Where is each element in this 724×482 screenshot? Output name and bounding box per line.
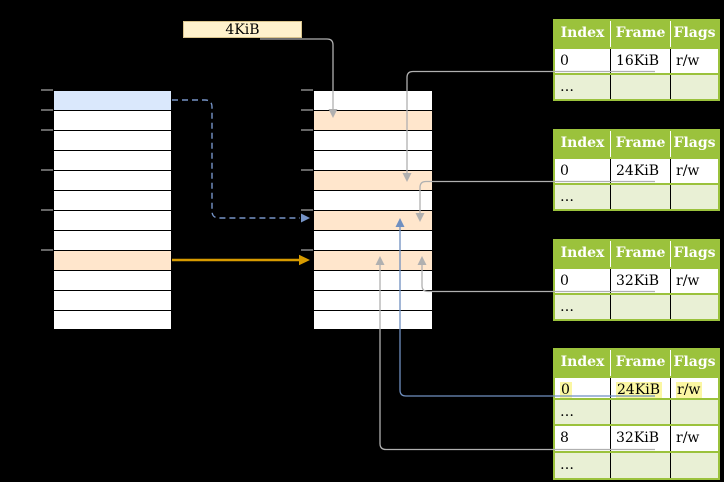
table-header-row: Index Frame Flags (555, 241, 718, 267)
cell-index: … (560, 299, 574, 315)
cell-index: 0 (560, 163, 569, 179)
page-table-2: Index Frame Flags 0 24KiB r/w … (553, 129, 720, 211)
cell-index: … (560, 404, 574, 420)
cell-frame: 32KiB (610, 269, 670, 293)
highlighted-value: 0 (560, 382, 572, 398)
cell-frame: 24KiB (610, 378, 670, 398)
table-row: 0 24KiB r/w (555, 157, 718, 183)
memory-cell (53, 310, 172, 330)
memory-cell (53, 130, 172, 150)
memory-cell (53, 150, 172, 170)
memory-cell (53, 210, 172, 230)
memory-cell-orange (313, 170, 433, 190)
cell-frame: 16KiB (610, 49, 670, 73)
column-header-frame: Frame (610, 131, 670, 157)
cell-flags (670, 295, 718, 319)
table-row: … (555, 183, 718, 209)
memory-cell (313, 270, 433, 290)
cell-flags: r/w (670, 159, 718, 183)
table-row: … (555, 73, 718, 99)
column-header-index: Index (560, 25, 605, 41)
memory-cell (53, 230, 172, 250)
cell-flags (670, 400, 718, 424)
memory-cell-orange (53, 250, 172, 270)
memory-cell (53, 170, 172, 190)
column-header-flags: Flags (670, 350, 718, 376)
virtual-memory-column (53, 90, 172, 330)
table-header-row: Index Frame Flags (555, 350, 718, 376)
cell-index: … (560, 457, 574, 473)
memory-cell-blue (53, 90, 172, 110)
table-row: 0 32KiB r/w (555, 267, 718, 293)
cell-frame: 24KiB (610, 159, 670, 183)
highlighted-value: 24KiB (616, 382, 663, 398)
memory-cell (53, 110, 172, 130)
cell-frame (610, 400, 670, 424)
arrow-virtual-page8-to-physical (172, 254, 310, 266)
column-header-frame: Frame (610, 241, 670, 267)
column-header-frame: Frame (610, 350, 670, 376)
cell-index: 0 (560, 273, 569, 289)
cell-frame (610, 75, 670, 99)
column-header-flags: Flags (670, 21, 718, 47)
memory-cell (313, 190, 433, 210)
cell-flags: r/w (670, 426, 718, 451)
column-header-flags: Flags (670, 131, 718, 157)
memory-cell (313, 130, 433, 150)
column-header-index: Index (560, 245, 605, 261)
memory-cell (313, 290, 433, 310)
cell-flags (670, 453, 718, 478)
physical-memory-column (313, 90, 433, 330)
table-row: 8 32KiB r/w (555, 424, 718, 451)
page-size-label-text: 4KiB (225, 21, 260, 38)
memory-cell (313, 90, 433, 110)
table-row: … (555, 398, 718, 424)
memory-cell (53, 290, 172, 310)
memory-cell (313, 310, 433, 330)
table-header-row: Index Frame Flags (555, 21, 718, 47)
cell-flags: r/w (670, 49, 718, 73)
table-header-row: Index Frame Flags (555, 131, 718, 157)
memory-cell-orange (313, 110, 433, 130)
column-header-frame: Frame (610, 21, 670, 47)
cell-index: … (560, 189, 574, 205)
cell-frame (610, 453, 670, 478)
cell-index: 0 (555, 378, 610, 398)
cell-index: 0 (560, 53, 569, 69)
page-table-1: Index Frame Flags 0 16KiB r/w … (553, 19, 720, 101)
memory-cell-orange (313, 250, 433, 270)
table-row: 0 16KiB r/w (555, 47, 718, 73)
column-header-index: Index (560, 354, 605, 370)
table-row-highlighted: 0 24KiB r/w (555, 376, 718, 398)
table-row: … (555, 451, 718, 478)
highlighted-value: r/w (676, 382, 703, 398)
memory-cell (53, 190, 172, 210)
cell-flags (670, 185, 718, 209)
memory-cell (313, 230, 433, 250)
memory-cell-orange (313, 210, 433, 230)
memory-cell (313, 150, 433, 170)
cell-index: 8 (560, 430, 569, 446)
cell-frame (610, 185, 670, 209)
memory-cell (53, 270, 172, 290)
page-table-3: Index Frame Flags 0 32KiB r/w … (553, 239, 720, 321)
arrow-virtual-page0-to-physical (172, 99, 310, 223)
cell-frame: 32KiB (610, 426, 670, 451)
cell-frame (610, 295, 670, 319)
table-row: … (555, 293, 718, 319)
page-table-4: Index Frame Flags 0 24KiB r/w … 8 32KiB … (553, 348, 720, 480)
cell-flags: r/w (670, 269, 718, 293)
column-header-flags: Flags (670, 241, 718, 267)
cell-index: … (560, 79, 574, 95)
column-header-index: Index (560, 135, 605, 151)
cell-flags: r/w (670, 378, 718, 398)
page-size-label: 4KiB (183, 21, 302, 38)
cell-flags (670, 75, 718, 99)
